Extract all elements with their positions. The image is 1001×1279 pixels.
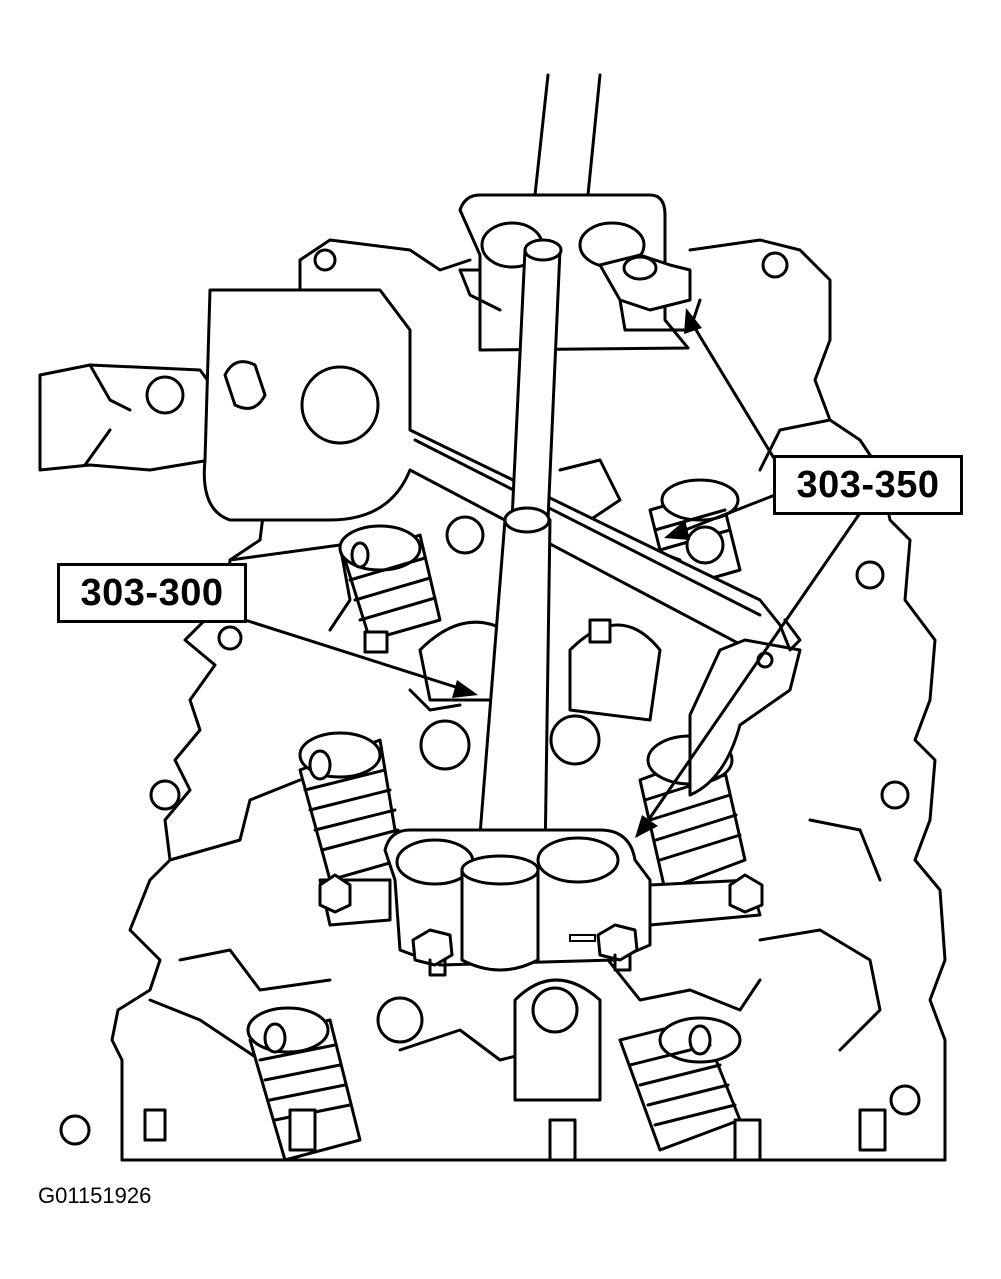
valve-spring-lower-right (618, 1016, 742, 1152)
valve-spring-lower-left (246, 1006, 362, 1162)
leader-lines (243, 308, 862, 838)
lever-tool-303-300 (38, 288, 802, 797)
compressor-tool-303-350 (318, 73, 764, 977)
figure-id: G01151926 (38, 1183, 152, 1208)
callout-label-303-300: 303-300 (57, 563, 247, 623)
valve-spring-mid-left (298, 731, 402, 882)
valve-spring-upper-left (338, 524, 442, 642)
callout-label-303-350: 303-350 (773, 455, 963, 515)
lower-ports (143, 978, 887, 1162)
